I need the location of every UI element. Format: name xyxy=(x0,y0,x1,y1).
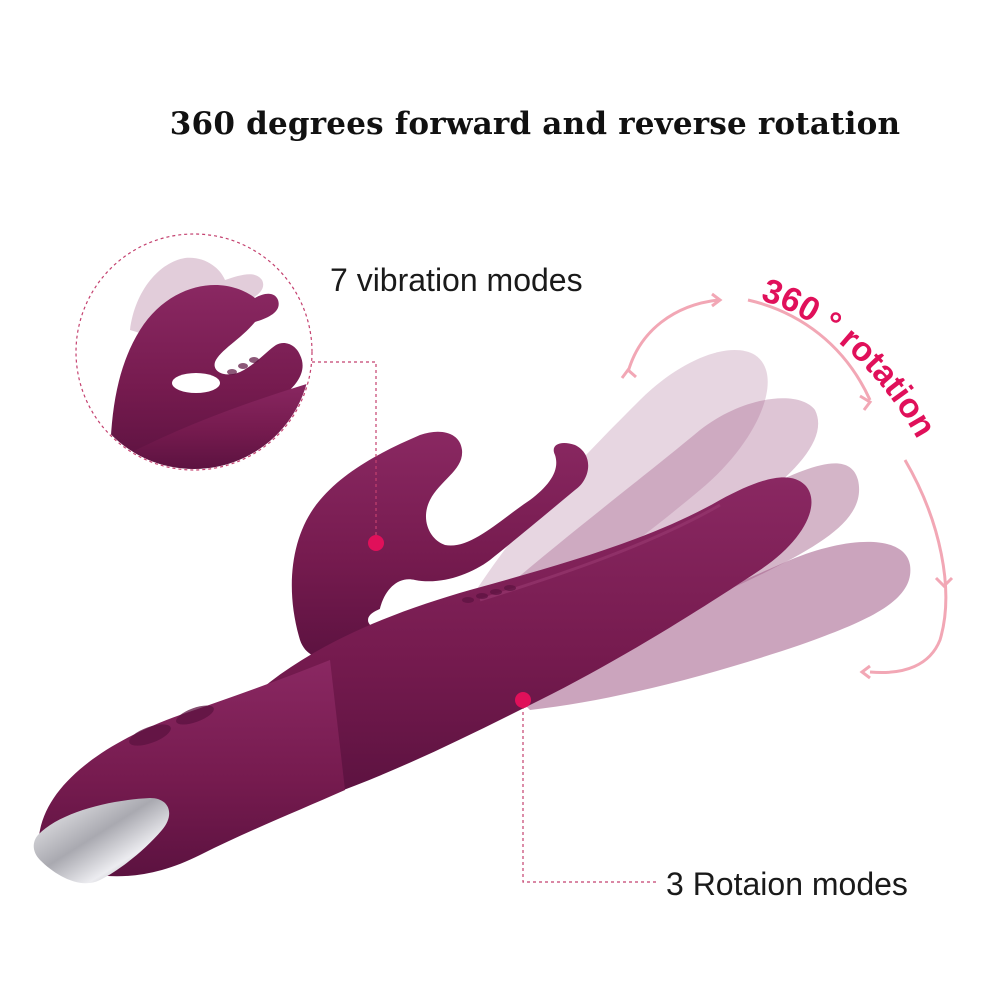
shaft xyxy=(260,477,812,795)
ghost-shaft-1 xyxy=(470,350,768,620)
headline: 360 degrees forward and reverse rotation xyxy=(169,106,901,142)
product-body xyxy=(33,431,812,884)
callout-dot-rotation xyxy=(515,692,531,708)
rabbit-arm xyxy=(291,431,589,660)
callout-dot-vibration xyxy=(368,535,384,551)
chrome-base xyxy=(33,798,170,884)
zoom-detail xyxy=(75,233,313,471)
handle-buttons xyxy=(129,705,214,746)
rotation-arc xyxy=(620,292,954,680)
rotation-modes-label: 3 Rotaion modes xyxy=(666,866,908,902)
callout-leaders xyxy=(312,361,658,883)
vibration-modes-label: 7 vibration modes xyxy=(330,262,583,298)
ghost-shaft-4 xyxy=(500,541,911,710)
shaft-ridges xyxy=(462,585,516,603)
